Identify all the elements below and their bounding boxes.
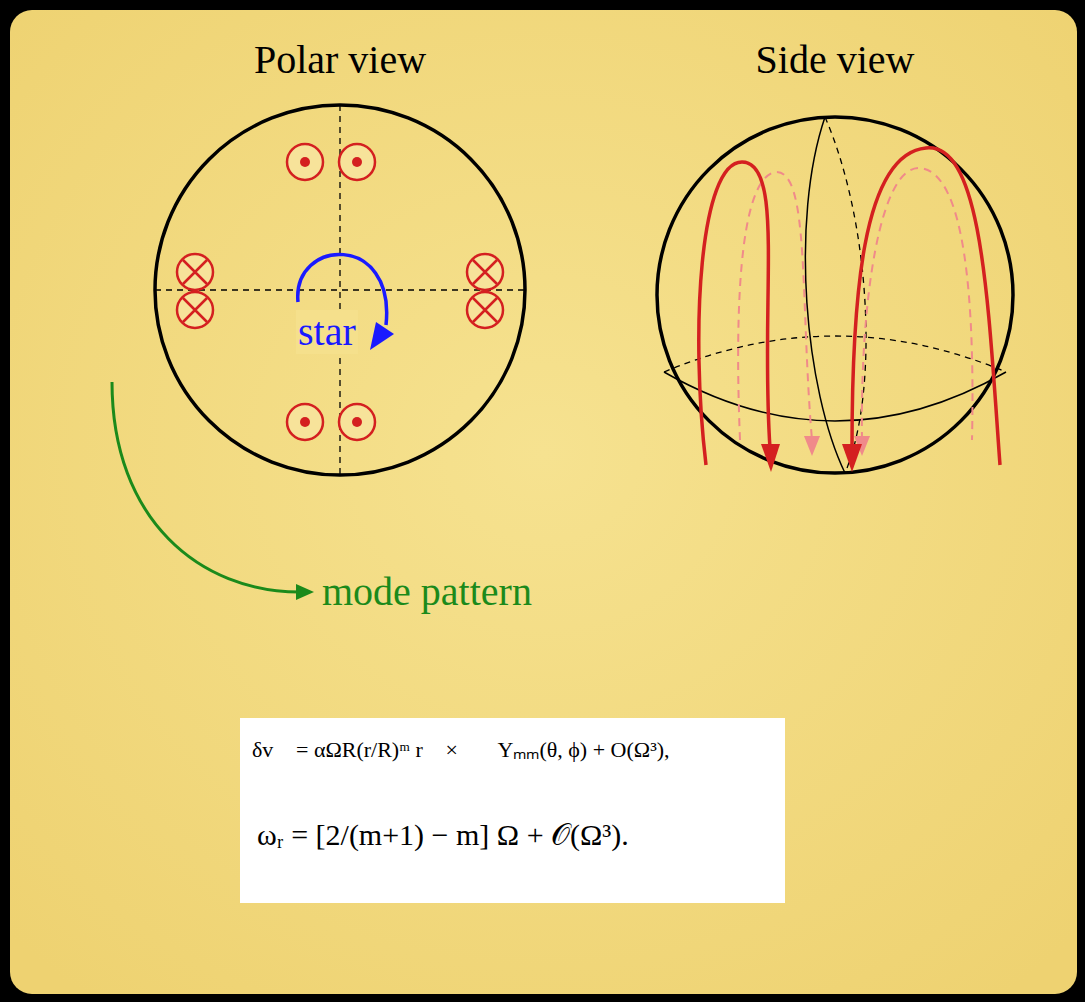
star-outline: [155, 105, 525, 475]
arrowhead: [370, 322, 394, 350]
equator-back: [664, 336, 1006, 372]
equation: ωᵣ = [2/(m+1) − m] Ω + 𝒪(Ω³).: [255, 818, 631, 851]
view-title: Polar view: [254, 38, 426, 82]
mode-label: mode pattern: [322, 570, 532, 614]
sphere-outline: [657, 117, 1013, 473]
axis-line: [155, 289, 525, 290]
panel: [10, 10, 1077, 994]
equation: δv⃗ = αΩR(r/R)ᵐ r⃗ × ∇⃗Yₘₘ(θ, ϕ) + O(Ω³)…: [250, 738, 672, 762]
arrowhead: [296, 584, 314, 600]
equation-box: [240, 718, 785, 903]
flow-lines: [699, 148, 1000, 465]
star-label: star: [296, 310, 358, 354]
equator: [664, 372, 1006, 421]
flow-out-symbols: [287, 144, 375, 440]
pattern-arrow: [112, 382, 300, 592]
view-title: Side view: [756, 38, 915, 82]
arrowheads: [761, 444, 862, 472]
back-flow-lines: [738, 168, 972, 440]
flow-out-dots: [300, 157, 362, 427]
